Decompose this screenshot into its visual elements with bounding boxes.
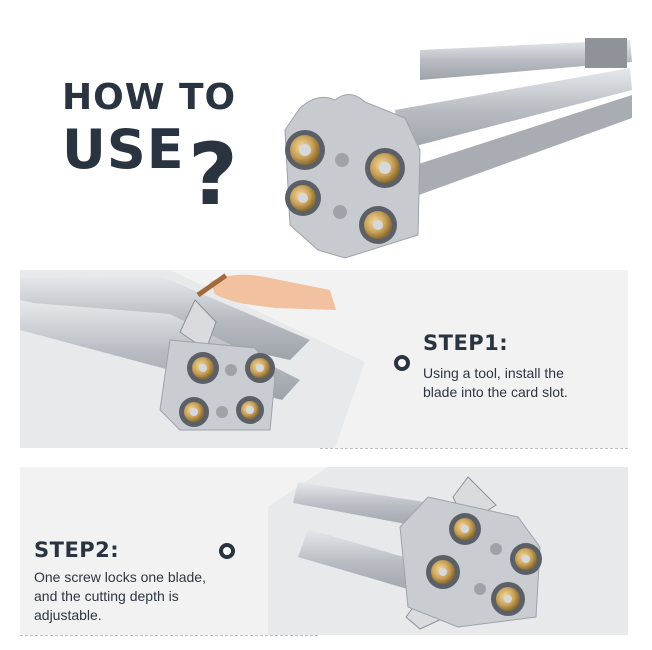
step1-line: blade into the card slot.: [423, 384, 568, 400]
ring-bullet-icon: [394, 355, 410, 371]
adjust-screw: [333, 205, 347, 219]
bearing-wheel: [245, 353, 275, 383]
step2-illustration: [268, 467, 628, 635]
title-line-use: USE: [62, 118, 185, 181]
bearing-wheel: [285, 130, 325, 170]
bearing-wheel: [187, 352, 219, 384]
step2-description: One screw locks one blade, and the cutti…: [34, 568, 206, 625]
step1-line: Using a tool, install the: [423, 365, 564, 381]
bearing-wheel: [365, 148, 405, 188]
question-mark: ?: [188, 125, 238, 225]
adjust-screw: [225, 364, 237, 376]
title-line-how-to: HOW TO: [62, 77, 237, 118]
rail-lower: [395, 68, 632, 150]
bearing-wheel: [449, 513, 481, 545]
bearing-wheel: [426, 555, 460, 589]
hand: [210, 274, 336, 310]
bearing-wheel: [359, 206, 397, 244]
step1-title: STEP1:: [423, 331, 509, 355]
bearing-wheel: [236, 396, 264, 424]
step1-description: Using a tool, install the blade into the…: [423, 364, 568, 402]
bearing-wheel: [285, 180, 321, 216]
ring-bullet-icon: [219, 543, 235, 559]
step1-illustration: [20, 270, 365, 448]
page-title: HOW TO USE: [62, 78, 236, 180]
adjust-screw: [474, 583, 486, 595]
rail-upper: [420, 40, 632, 80]
rail-bottom: [400, 95, 632, 200]
step2-line: and the cutting depth is: [34, 588, 179, 604]
divider-line: [20, 635, 318, 636]
adjust-screw: [216, 406, 228, 418]
step2-line: adjustable.: [34, 607, 102, 623]
divider-line: [320, 448, 628, 449]
bearing-wheel: [491, 582, 525, 616]
bearing-wheel: [179, 397, 209, 427]
adjust-screw: [335, 153, 349, 167]
product-illustration-top: [284, 38, 632, 259]
adjust-screw: [490, 543, 502, 555]
step2-line: One screw locks one blade,: [34, 569, 206, 585]
bearing-wheel: [510, 543, 542, 575]
step2-title: STEP2:: [34, 538, 120, 562]
